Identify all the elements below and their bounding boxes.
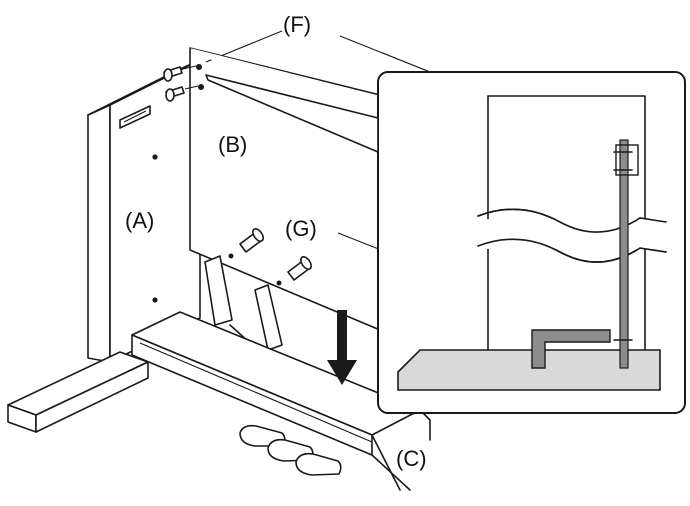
pedals — [239, 424, 342, 476]
pedal-icon — [295, 452, 342, 476]
side-panel-foot — [7, 351, 149, 433]
detail-inset — [190, 48, 686, 414]
label-c: (C) — [396, 446, 427, 471]
label-a: (A) — [125, 208, 154, 233]
pedal-box-c — [131, 311, 431, 491]
screw-icon — [228, 228, 264, 259]
label-b: (B) — [218, 132, 247, 157]
screw-icon — [163, 64, 202, 82]
arrow-down-icon — [327, 310, 357, 385]
label-g: (G) — [285, 216, 317, 241]
screw-icon — [165, 84, 204, 102]
screw-icon — [276, 256, 312, 286]
side-panel-a — [87, 59, 201, 363]
label-f: (F) — [283, 12, 311, 37]
